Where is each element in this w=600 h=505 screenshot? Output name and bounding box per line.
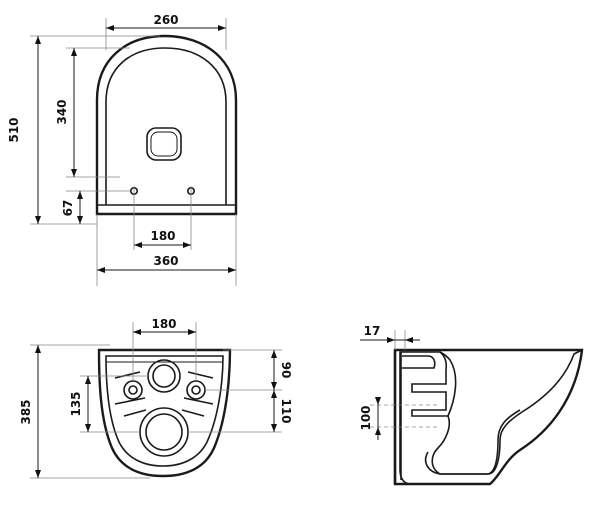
dim-upper-height: 90 bbox=[279, 362, 293, 379]
dim-height-bottom: 67 bbox=[61, 200, 75, 217]
rear-view: 180 385 135 90 110 bbox=[19, 317, 293, 479]
bolt-hole-left bbox=[128, 385, 138, 395]
water-surface bbox=[146, 127, 182, 161]
dim-bolt-spacing: 180 bbox=[151, 317, 176, 331]
dim-rear-height: 385 bbox=[19, 399, 33, 424]
dim-left-height: 135 bbox=[69, 391, 83, 416]
trap-curve bbox=[424, 409, 521, 475]
top-view: 260 510 340 67 180 360 bbox=[7, 13, 238, 286]
seat-rim bbox=[105, 47, 227, 205]
rear-outline bbox=[97, 348, 232, 478]
dim-height-total: 510 bbox=[7, 117, 21, 142]
waste-outlet-outer bbox=[139, 407, 189, 457]
bolt-boss-right bbox=[186, 380, 206, 400]
bowl-outline bbox=[95, 34, 238, 216]
side-outer-profile bbox=[393, 348, 584, 486]
rear-inner-frame bbox=[105, 355, 224, 467]
bolt-boss-left bbox=[123, 380, 143, 400]
dim-lower-height: 110 bbox=[279, 398, 293, 423]
dim-wall-depth: 17 bbox=[364, 324, 381, 338]
dim-width-top: 260 bbox=[153, 13, 178, 27]
water-inlet-inner bbox=[152, 364, 176, 388]
water-surface-inner bbox=[150, 131, 178, 157]
dim-width-total: 360 bbox=[153, 254, 178, 268]
dim-outlet-height: 100 bbox=[359, 405, 373, 430]
bolt-hole-right bbox=[191, 385, 201, 395]
dim-hole-spacing: 180 bbox=[150, 229, 175, 243]
ceramic-section bbox=[399, 348, 583, 485]
dim-height-seat: 340 bbox=[55, 99, 69, 124]
rim-channel bbox=[402, 355, 436, 369]
side-section-view: 17 100 bbox=[359, 324, 584, 486]
waste-outlet-inner bbox=[145, 413, 183, 451]
bowl-inner-curve bbox=[439, 351, 457, 417]
